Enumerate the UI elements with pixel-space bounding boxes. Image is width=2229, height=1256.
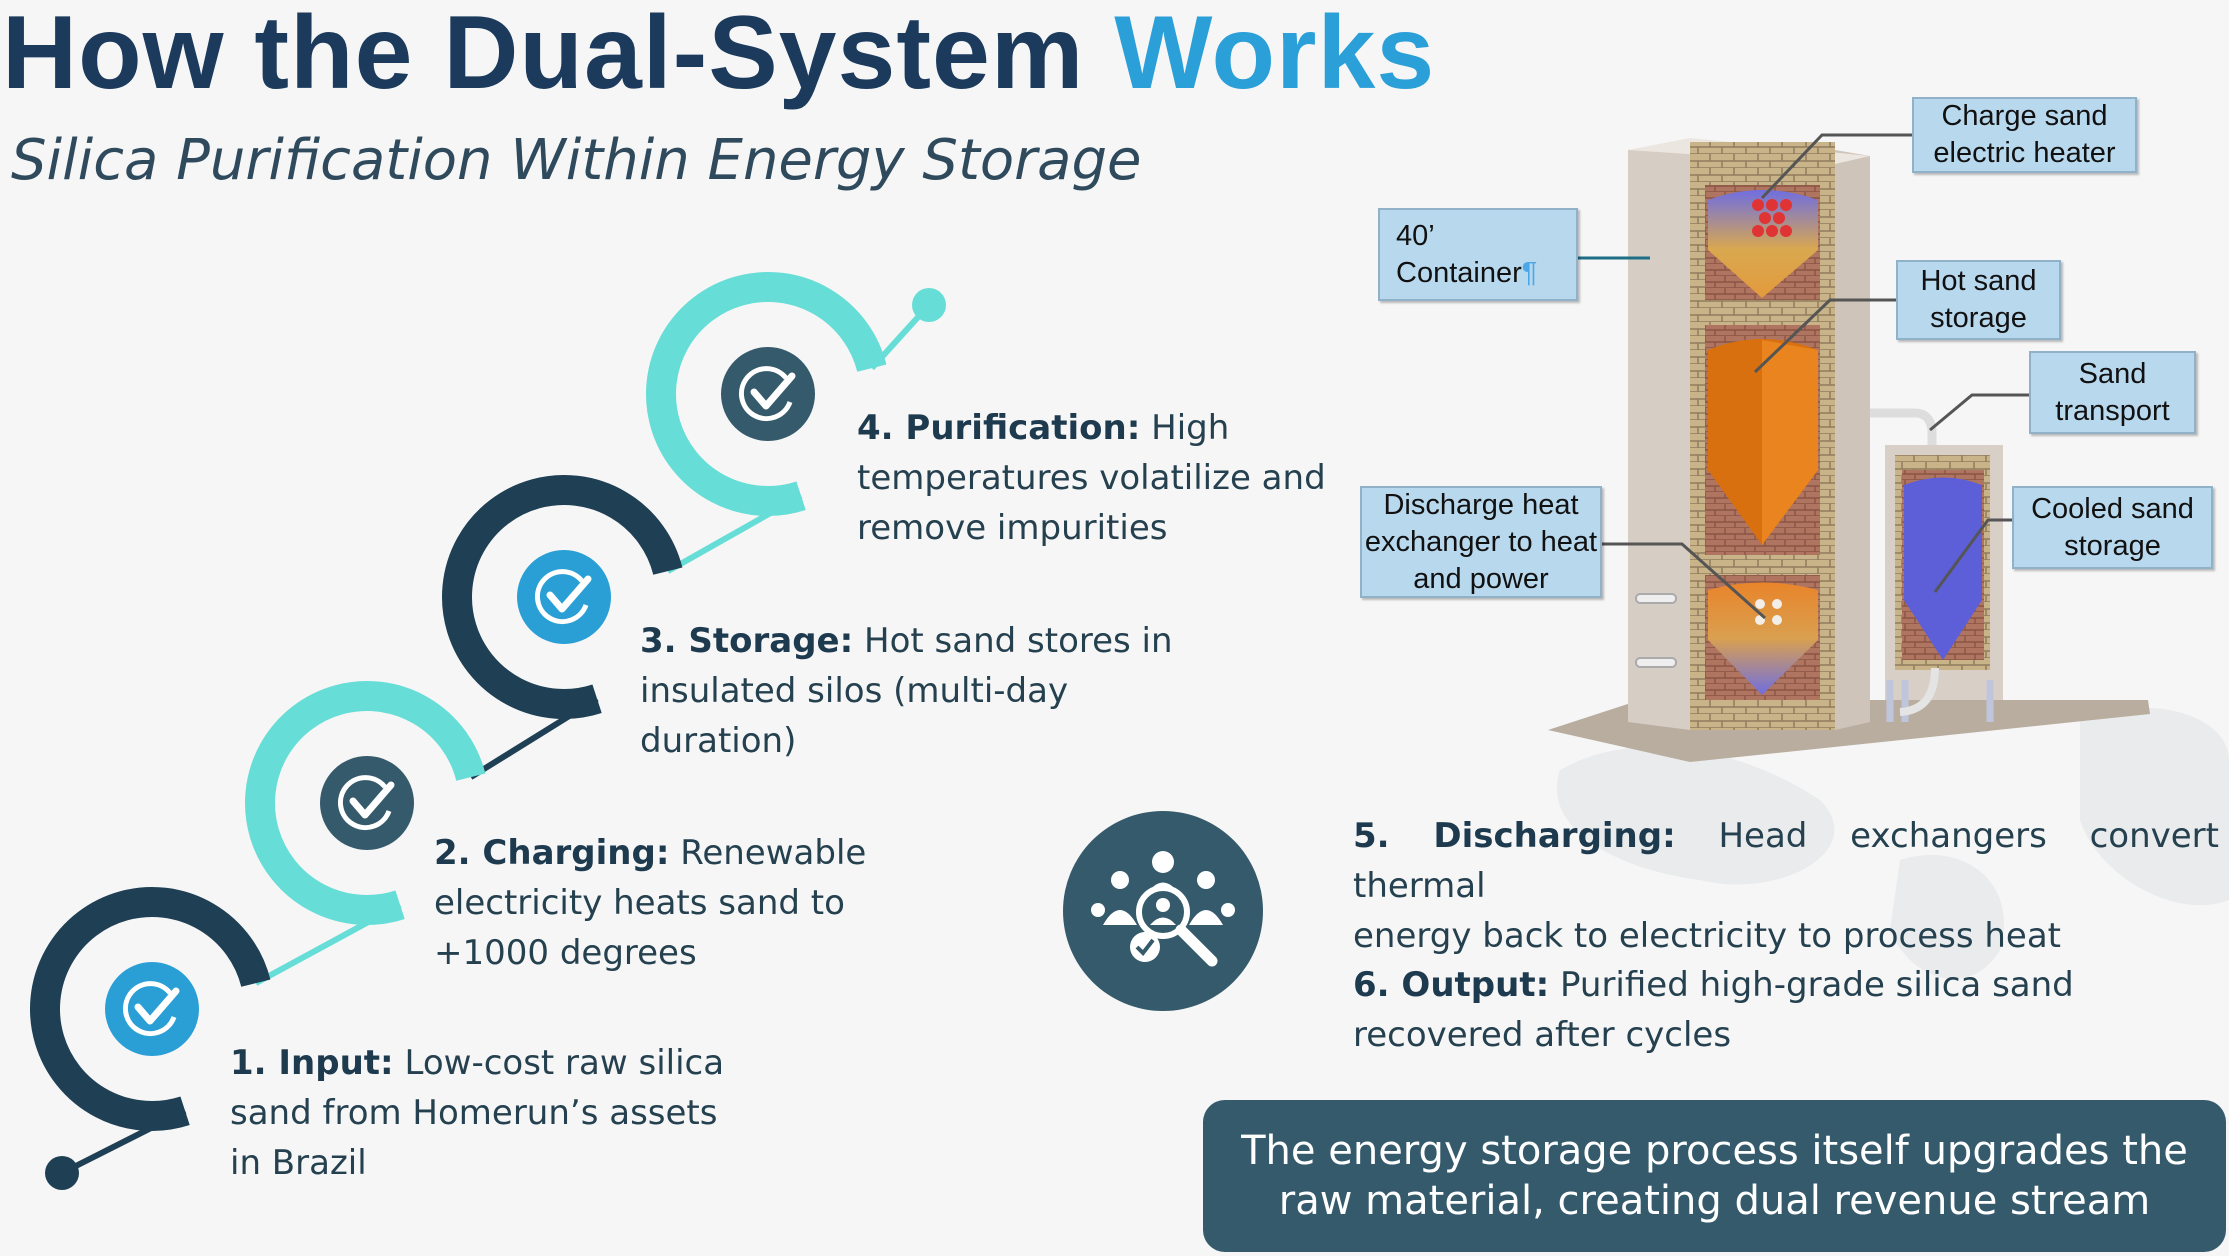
side-pipes [1635, 593, 1677, 668]
summary-banner: The energy storage process itself upgrad… [1203, 1100, 2226, 1252]
step-discharging: 5. Discharging: Head exchangers convert … [1353, 811, 2219, 961]
container-line1: 40’ [1396, 219, 1435, 252]
label-cooled-storage: Cooled sand storage [2012, 486, 2213, 569]
team-search-icon [1063, 811, 1263, 1011]
step-body: Renewable electricity heats sand to +100… [434, 833, 867, 973]
step-input: 1. Input: Low-cost raw silica sand from … [230, 1038, 750, 1188]
step-purification: 4. Purification: High temperatures volat… [857, 403, 1337, 553]
start-dot [45, 1156, 79, 1190]
sand-battery-diagram [1548, 133, 2150, 762]
step-title: 6. Output: [1353, 965, 1550, 1005]
timeline-arc [646, 272, 887, 516]
step-title: 3. Storage: [640, 621, 854, 661]
end-dot [912, 288, 946, 322]
check-mark [750, 372, 796, 410]
timeline-spiral [30, 272, 946, 1190]
step-charging: 2. Charging: Renewable electricity heats… [434, 828, 954, 978]
timeline-arc [442, 475, 683, 719]
label-charge-heater: Charge sand electric heater [1912, 97, 2137, 173]
label-transport: Sand transport [2029, 351, 2196, 434]
check-circle-icon [721, 347, 815, 441]
cooled-silo [1904, 477, 1982, 660]
page-title: How the Dual-System Works [2, 0, 1435, 113]
step-title: 4. Purification: [857, 408, 1141, 448]
transport-pipe [1870, 408, 1937, 445]
leader-lines [1602, 133, 2029, 620]
check-mark [134, 987, 180, 1025]
step-title: 5. Discharging: [1353, 816, 1676, 856]
check-ring [738, 366, 793, 422]
step-body: Hot sand stores in insulated silos (mult… [640, 621, 1173, 761]
charge-silo [1708, 190, 1818, 298]
world-map-background [1556, 707, 2229, 979]
discharge-silo [1708, 582, 1818, 695]
title-accent: Works [1114, 0, 1436, 111]
timeline-arc [245, 681, 486, 925]
check-ring [534, 569, 589, 625]
check-mark [546, 575, 592, 613]
page-subtitle: Silica Purification Within Energy Storag… [11, 128, 1142, 193]
step-body: Purified high-grade silica sand recovere… [1353, 965, 2074, 1055]
check-mark [349, 781, 395, 819]
title-main: How the Dual-System [2, 0, 1085, 111]
step-body: High temperatures volatilize and remove … [857, 408, 1326, 548]
check-circle-icon [517, 550, 611, 644]
check-circle-icon [320, 756, 414, 850]
label-container: 40’ Container¶ [1378, 208, 1578, 301]
tower-side [1628, 142, 1690, 730]
step-title: 2. Charging: [434, 833, 670, 873]
container-line2: Container [1396, 256, 1522, 289]
check-ring [337, 775, 392, 831]
pilcrow-mark: ¶ [1521, 256, 1538, 289]
step-body-line2: energy back to electricity to process he… [1353, 916, 2061, 956]
check-ring [122, 981, 177, 1037]
check-circle-icon [105, 962, 199, 1056]
step-title: 1. Input: [230, 1043, 394, 1083]
timeline-arc [30, 887, 271, 1131]
heater-elements [1752, 199, 1792, 237]
step-body: Head exchangers convert thermal [1353, 816, 2219, 906]
step-body: Low-cost raw silica sand from Homerun’s … [230, 1043, 725, 1183]
label-discharge: Discharge heat exchanger to heat and pow… [1360, 486, 1602, 598]
step-storage: 3. Storage: Hot sand stores in insulated… [640, 616, 1200, 766]
step-output: 6. Output: Purified high-grade silica sa… [1353, 960, 2219, 1060]
label-hot-storage: Hot sand storage [1896, 260, 2061, 340]
tower-right [1835, 150, 1870, 730]
